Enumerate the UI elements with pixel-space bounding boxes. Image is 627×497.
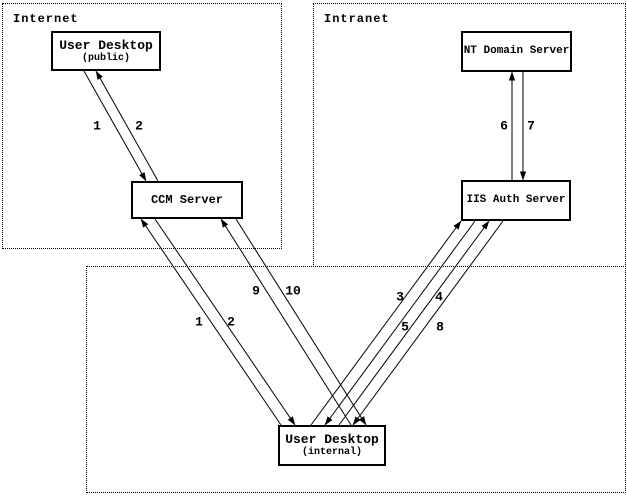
arrow-user_desktop_public-to-ccm_server xyxy=(83,70,147,182)
arrow-label: 7 xyxy=(527,119,535,134)
arrow-iis_auth_server-to-user_desktop_internal xyxy=(324,220,476,426)
node-title: CCM Server xyxy=(150,192,223,207)
arrow-iis_auth_server-to-user_desktop_internal xyxy=(352,220,504,426)
arrow-label: 1 xyxy=(195,315,203,330)
arrow-label: 1 xyxy=(93,119,101,134)
arrow-ccm_server-to-user_desktop_internal xyxy=(235,218,367,426)
node-subtitle: (internal) xyxy=(301,447,362,458)
node-title: User Desktop xyxy=(59,37,153,53)
node-user-desktop-public: User Desktop (public) xyxy=(51,31,161,71)
node-nt-domain-server: NT Domain Server xyxy=(461,31,572,72)
arrow-label: 2 xyxy=(227,315,235,330)
arrow-label: 10 xyxy=(285,284,301,299)
arrow-user_desktop_internal-to-ccm_server xyxy=(220,218,352,426)
arrow-label: 8 xyxy=(436,320,444,335)
arrow-label: 5 xyxy=(401,320,409,335)
arrow-label: 4 xyxy=(435,290,443,305)
arrow-ccm_server-to-user_desktop_internal xyxy=(154,218,296,426)
node-title: IIS Auth Server xyxy=(466,194,566,206)
node-ccm-server: CCM Server xyxy=(131,181,243,219)
arrow-label: 9 xyxy=(252,284,260,299)
zone-internet: Internet xyxy=(2,3,282,249)
node-title: NT Domain Server xyxy=(463,45,570,57)
zone-internal-network xyxy=(86,266,626,493)
arrow-user_desktop_internal-to-ccm_server xyxy=(140,218,282,426)
zone-internet-label: Internet xyxy=(13,12,79,26)
zone-intranet: Intranet xyxy=(313,3,626,267)
node-iis-auth-server: IIS Auth Server xyxy=(461,180,571,221)
zone-intranet-label: Intranet xyxy=(324,12,390,26)
node-subtitle: (public) xyxy=(81,52,130,64)
arrow-label: 6 xyxy=(500,119,508,134)
arrow-label: 3 xyxy=(396,290,404,305)
arrow-user_desktop_internal-to-iis_auth_server xyxy=(310,220,462,426)
arrow-user_desktop_internal-to-iis_auth_server xyxy=(338,220,490,426)
arrow-label: 2 xyxy=(135,119,143,134)
node-user-desktop-internal: User Desktop (internal) xyxy=(278,425,386,466)
node-title: User Desktop xyxy=(285,432,379,447)
arrow-ccm_server-to-user_desktop_public xyxy=(95,70,159,182)
